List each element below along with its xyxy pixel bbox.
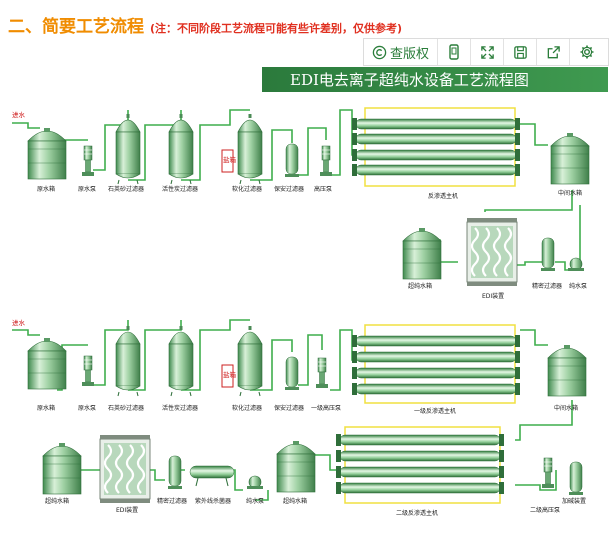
bottom-edi-label: EDI装置 <box>116 506 138 514</box>
banner-title: EDI电去离子超纯水设备工艺流程图 <box>290 71 529 89</box>
bottom-uv-label: 紫外线杀菌器 <box>195 497 231 505</box>
top-ro-unit-icon <box>351 107 521 187</box>
phone-icon <box>449 44 459 60</box>
bottom-hp-pump2-icon <box>541 457 555 489</box>
bottom-ultra-tank2-icon <box>276 440 316 493</box>
bottom-raw-pump-label: 原水泵 <box>78 404 96 412</box>
bottom-edi-icon <box>98 433 152 505</box>
bottom-security-filter-icon <box>284 356 300 391</box>
bottom-security-filter-label: 保安过滤器 <box>274 404 304 412</box>
top-ro-unit-label: 反渗透主机 <box>428 192 458 200</box>
top-mid-tank-label: 中间水箱 <box>558 189 582 197</box>
bottom-sand-filter-label: 石英砂过滤器 <box>108 404 144 412</box>
top-ultra-tank-label: 超纯水箱 <box>408 282 432 290</box>
top-edi-label: EDI装置 <box>482 292 504 300</box>
top-raw-tank-label: 原水箱 <box>37 185 55 193</box>
bottom-carbon-filter-icon <box>168 325 194 397</box>
bottom-flow: 进水 原水箱 原水泵 石英砂过滤器 活性炭过滤器 盐箱 软化过滤器 保安过滤器 … <box>12 318 587 517</box>
bottom-ro2-icon <box>335 426 505 504</box>
bottom-precision-filter-icon <box>167 455 183 490</box>
top-flow: 进水 原水箱 原水泵 石英砂过滤器 活性炭过滤器 盐箱 软化过滤器 保安过滤器 … <box>12 107 590 300</box>
top-ultra-tank-icon <box>402 227 442 280</box>
bottom-ro1-label: 一级反渗透主机 <box>414 407 456 415</box>
top-precision-filter-icon <box>540 237 556 272</box>
top-pure-pump-label: 纯水泵 <box>569 282 587 290</box>
banner-bar <box>262 67 608 92</box>
bottom-pure-pump-icon <box>247 475 263 489</box>
bottom-softener-label: 软化过滤器 <box>232 404 262 412</box>
top-security-filter-label: 保安过滤器 <box>274 185 304 193</box>
bottom-inlet-label: 进水 <box>12 318 26 327</box>
bottom-ro1-icon <box>351 324 521 404</box>
top-raw-tank-icon <box>27 127 67 180</box>
bottom-hp-pump1-label: 一级高压泵 <box>311 404 341 412</box>
expand-icon <box>480 45 494 59</box>
bottom-precision-filter-label: 精密过滤器 <box>157 497 187 505</box>
view-copyright-label: 查版权 <box>390 46 430 62</box>
gear-icon <box>580 45 594 59</box>
expand-button[interactable] <box>471 39 505 65</box>
section-heading: 二、简要工艺流程 (注：不同阶段工艺流程可能有些许差别，仅供参考) <box>8 12 403 37</box>
top-pure-pump-icon <box>568 257 584 271</box>
top-precision-filter-label: 精密过滤器 <box>532 282 562 290</box>
top-raw-pump-label: 原水泵 <box>78 185 96 193</box>
bottom-ultra-tank-icon <box>42 442 82 495</box>
bottom-ultra-tank2-label: 超纯水箱 <box>283 497 307 505</box>
bottom-ultra-tank-label: 超纯水箱 <box>45 497 69 505</box>
top-softener-label: 软化过滤器 <box>232 185 262 193</box>
bottom-salt-box-label: 盐箱 <box>223 370 237 379</box>
top-hp-pump-icon <box>319 145 333 177</box>
top-sand-filter-label: 石英砂过滤器 <box>108 185 144 193</box>
top-inlet-label: 进水 <box>12 110 26 119</box>
phone-view-button[interactable] <box>438 39 472 65</box>
top-hp-pump-label: 高压泵 <box>314 185 332 193</box>
bottom-softener-icon <box>237 325 263 397</box>
save-icon <box>513 45 527 59</box>
bottom-hp-pump1-icon <box>315 357 329 389</box>
section-note: (注：不同阶段工艺流程可能有些许差别，仅供参考) <box>150 22 403 35</box>
bottom-sand-filter-icon <box>115 325 141 397</box>
image-toolbar: 查版权 <box>363 38 609 66</box>
share-button[interactable] <box>537 39 571 65</box>
top-security-filter-icon <box>284 143 300 178</box>
top-softener-icon <box>237 113 263 185</box>
bottom-mid-tank-label: 中间水箱 <box>554 404 578 412</box>
bottom-mid-tank-icon <box>547 344 587 397</box>
settings-button[interactable] <box>570 39 603 65</box>
view-copyright-button[interactable]: 查版权 <box>364 39 439 65</box>
share-icon <box>547 45 560 58</box>
bottom-raw-tank-label: 原水箱 <box>37 404 55 412</box>
top-raw-pump-icon <box>81 145 95 177</box>
top-edi-icon <box>465 216 519 288</box>
bottom-alkali-tank-icon <box>568 461 584 496</box>
top-carbon-filter-label: 活性炭过滤器 <box>162 185 198 193</box>
bottom-uv-icon <box>189 465 235 487</box>
bottom-alkali-tank-label: 加碱装置 <box>562 497 586 505</box>
bottom-hp-pump2-label: 二级高压泵 <box>530 506 560 514</box>
save-button[interactable] <box>504 39 538 65</box>
bottom-carbon-filter-label: 活性炭过滤器 <box>162 404 198 412</box>
copyright-icon <box>372 45 387 59</box>
bottom-raw-tank-icon <box>27 337 67 390</box>
top-salt-box-label: 盐箱 <box>223 155 237 164</box>
bottom-ro2-label: 二级反渗透主机 <box>396 509 438 517</box>
bottom-pure-pump-label: 纯水泵 <box>246 497 264 505</box>
bottom-salt-box-icon <box>221 364 234 388</box>
bottom-raw-pump-icon <box>81 355 95 387</box>
top-salt-box-icon <box>221 149 234 173</box>
section-title: 二、简要工艺流程 <box>8 17 144 37</box>
top-mid-tank-icon <box>550 132 590 185</box>
